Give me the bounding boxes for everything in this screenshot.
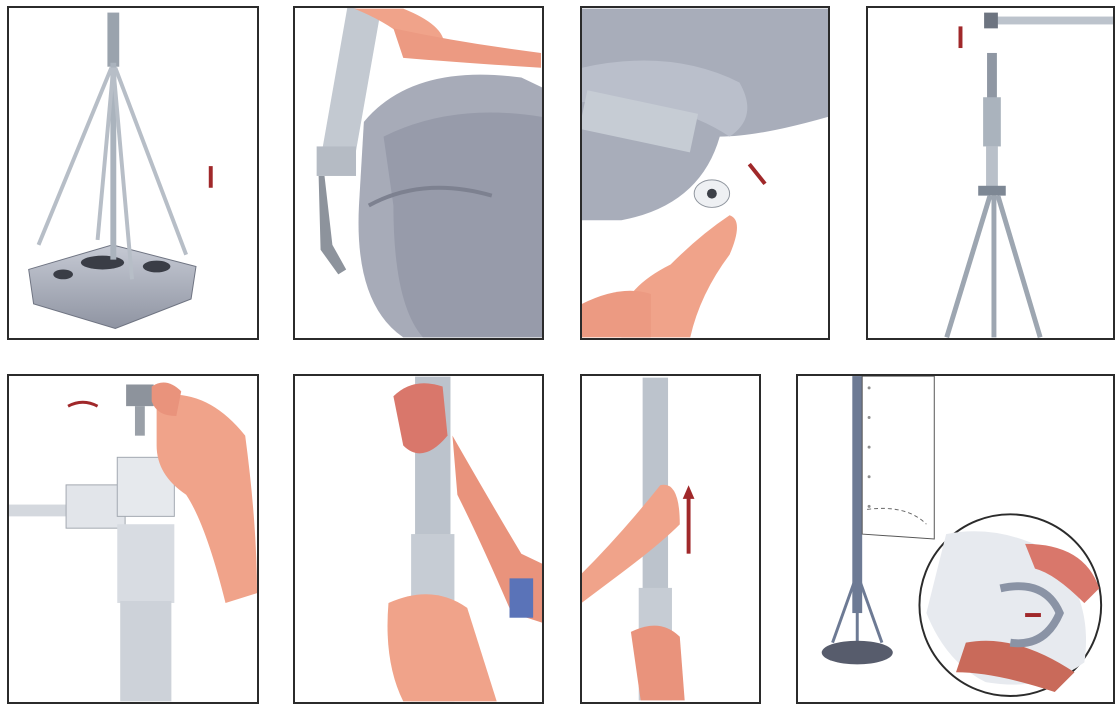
cap-fit-icon [582,8,828,338]
rotate-arrow-icon [68,402,98,406]
pole-insert-icon [295,8,542,338]
step-1-panel [7,6,259,340]
step-7-panel [580,374,761,704]
up-arrow-icon [687,495,691,554]
step-6-panel [293,374,544,704]
base-assembly-icon [9,8,257,338]
down-arrow-icon [209,166,213,188]
knob-tighten-icon [9,376,257,702]
pole-extend-icon [295,376,542,702]
flag-attach-icon [798,376,1113,702]
step-8-panel [796,374,1115,704]
pole-raise-icon [582,376,759,702]
step-4-panel [866,6,1115,340]
step-3-panel [580,6,830,340]
step-2-panel [293,6,544,340]
arm-attach-icon [868,8,1113,338]
diagonal-arrow-icon [749,164,765,184]
step-5-panel [7,374,259,704]
down-arrow-icon [959,26,963,48]
